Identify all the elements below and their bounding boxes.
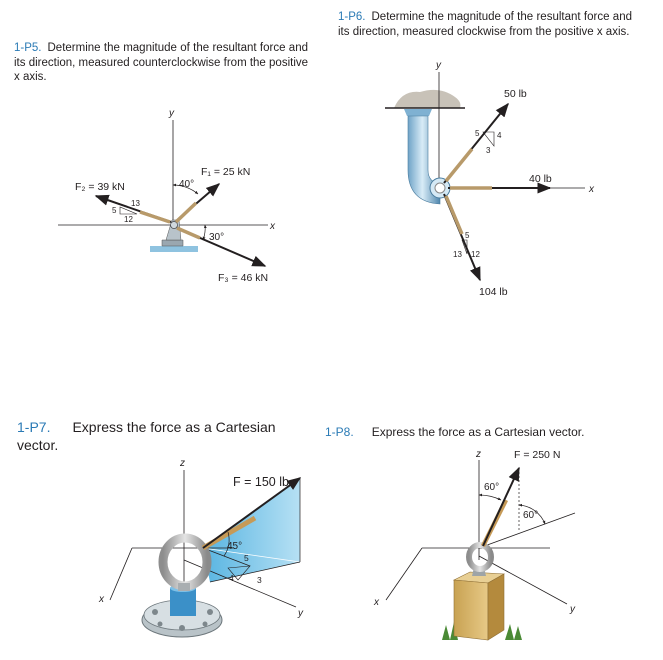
problem-1-p5: 1-P5.Determine the magnitude of the resu…: [14, 41, 308, 85]
force-label-f1: F₁ = 25 kN: [201, 166, 250, 178]
wood-front: [453, 579, 489, 641]
bolt: [157, 621, 163, 627]
triangle-label-13: 13: [131, 199, 140, 208]
triangle-label-4: 4: [497, 131, 502, 140]
axis-label-y: y: [569, 604, 576, 615]
slope-triangle-top: [482, 131, 495, 147]
problem-number: 1-P5.: [14, 42, 42, 54]
cable-top: [444, 147, 474, 183]
axis-label-z: z: [475, 449, 481, 460]
angle-arc-a: [478, 493, 502, 501]
cable: [201, 515, 257, 551]
cable-f1: [174, 201, 198, 224]
figure-1-p6: y x 5 4 3 5 13 12 50 lb 40 lb 104 lb: [385, 60, 595, 298]
axis-label-y: y: [297, 608, 304, 619]
ceiling-concrete: [394, 89, 461, 108]
x-axis: [385, 547, 423, 601]
problem-text: Determine the magnitude of the resultant…: [14, 42, 309, 83]
triangle-label-3: 3: [486, 146, 491, 155]
pin: [170, 221, 178, 229]
problem-text: Determine the magnitude of the resultant…: [338, 11, 632, 38]
problem-number: 1-P6.: [338, 11, 366, 23]
slope-triangle: [227, 565, 251, 581]
force-label: F = 150 lb: [233, 475, 289, 489]
force-arrow: [482, 466, 520, 547]
triangle-label-5: 5: [475, 129, 480, 138]
force-label-top: 50 lb: [504, 88, 527, 100]
problem-text: Express the force as a Cartesian vector.: [17, 419, 276, 453]
angle-arc-b: [518, 503, 546, 525]
projection-lines: [202, 478, 301, 583]
axis-label-x: x: [588, 184, 595, 195]
problem-number: 1-P7.: [17, 419, 51, 435]
wood-side: [487, 573, 505, 641]
triangle-label-5: 5: [465, 231, 470, 240]
figure-1-p7: z x y 45° 5 4 3 F = 150 lb: [98, 458, 304, 638]
axis-label-x: x: [98, 594, 105, 605]
pipe-flange: [404, 109, 432, 116]
triangle-label-13: 13: [453, 250, 462, 259]
bolt: [202, 621, 208, 627]
angle-arc-f1: [172, 183, 199, 195]
projection-line: [478, 512, 576, 549]
bolt: [207, 609, 213, 615]
angle-label-f1: 40°: [179, 179, 194, 190]
problem-1-p8: 1-P8. Express the force as a Cartesian ve…: [325, 424, 645, 440]
figure-1-p5: y x 40° 30° 5 12 13 F₁ = 25 kN F₂ = 39 k…: [58, 108, 276, 284]
problem-1-p6: 1-P6.Determine the magnitude of the resu…: [338, 10, 632, 39]
support-base: [150, 246, 198, 252]
plane-edge: [202, 547, 301, 563]
pipe-ring: [434, 182, 446, 194]
axis-label-z: z: [179, 458, 185, 469]
eye-ring: [466, 542, 494, 572]
force-label-bottom: 104 lb: [479, 286, 508, 298]
problem-1-p7: 1-P7.Express the force as a Cartesian ve…: [17, 418, 317, 454]
force-label: F = 250 N: [514, 449, 560, 461]
triangle-label-5: 5: [112, 206, 117, 215]
bolt: [152, 609, 158, 615]
angle-arc: [223, 531, 230, 557]
triangle-label-3: 3: [257, 575, 262, 585]
bolt: [179, 625, 185, 631]
triangle-label-5: 5: [244, 553, 249, 563]
axis-label-x: x: [269, 221, 276, 232]
triangle-label-12: 12: [124, 215, 133, 224]
cable-bottom: [444, 195, 464, 235]
force-label-f2: F₂ = 39 kN: [75, 181, 125, 193]
figure-1-p8: z x y 60° 60° F = 250 N: [373, 449, 576, 641]
cylinder-body: [170, 588, 196, 616]
axis-label-y: y: [168, 108, 175, 119]
axis-label-y: y: [435, 60, 442, 71]
angle-label-b: 60°: [523, 510, 538, 521]
problem-number: 1-P8.: [325, 425, 354, 439]
projection-plane: [203, 478, 300, 582]
x-axis: [109, 547, 133, 601]
support-plate: [161, 239, 184, 247]
cable-f2: [139, 210, 171, 224]
y-axis: [478, 555, 568, 605]
triangle-label-12: 12: [471, 250, 480, 259]
force-label-right: 40 lb: [529, 173, 552, 185]
slope-triangle-bottom: [461, 239, 468, 255]
slope-triangle-f2: [119, 206, 138, 215]
angle-label-f3: 30°: [209, 232, 224, 243]
force-arrow: [202, 477, 302, 549]
problem-text: Express the force as a Cartesian vector.: [371, 425, 585, 439]
angle-label: 45°: [227, 541, 242, 552]
eye-ring: [158, 533, 212, 591]
angle-arc-f3: [202, 224, 207, 241]
cable-f3: [176, 226, 201, 240]
force-label-f3: F₃ = 46 kN: [218, 272, 268, 284]
eye-stem: [178, 583, 190, 591]
angle-label-a: 60°: [484, 482, 499, 493]
axis-label-x: x: [373, 597, 380, 608]
triangle-label-4: 4: [229, 573, 234, 583]
